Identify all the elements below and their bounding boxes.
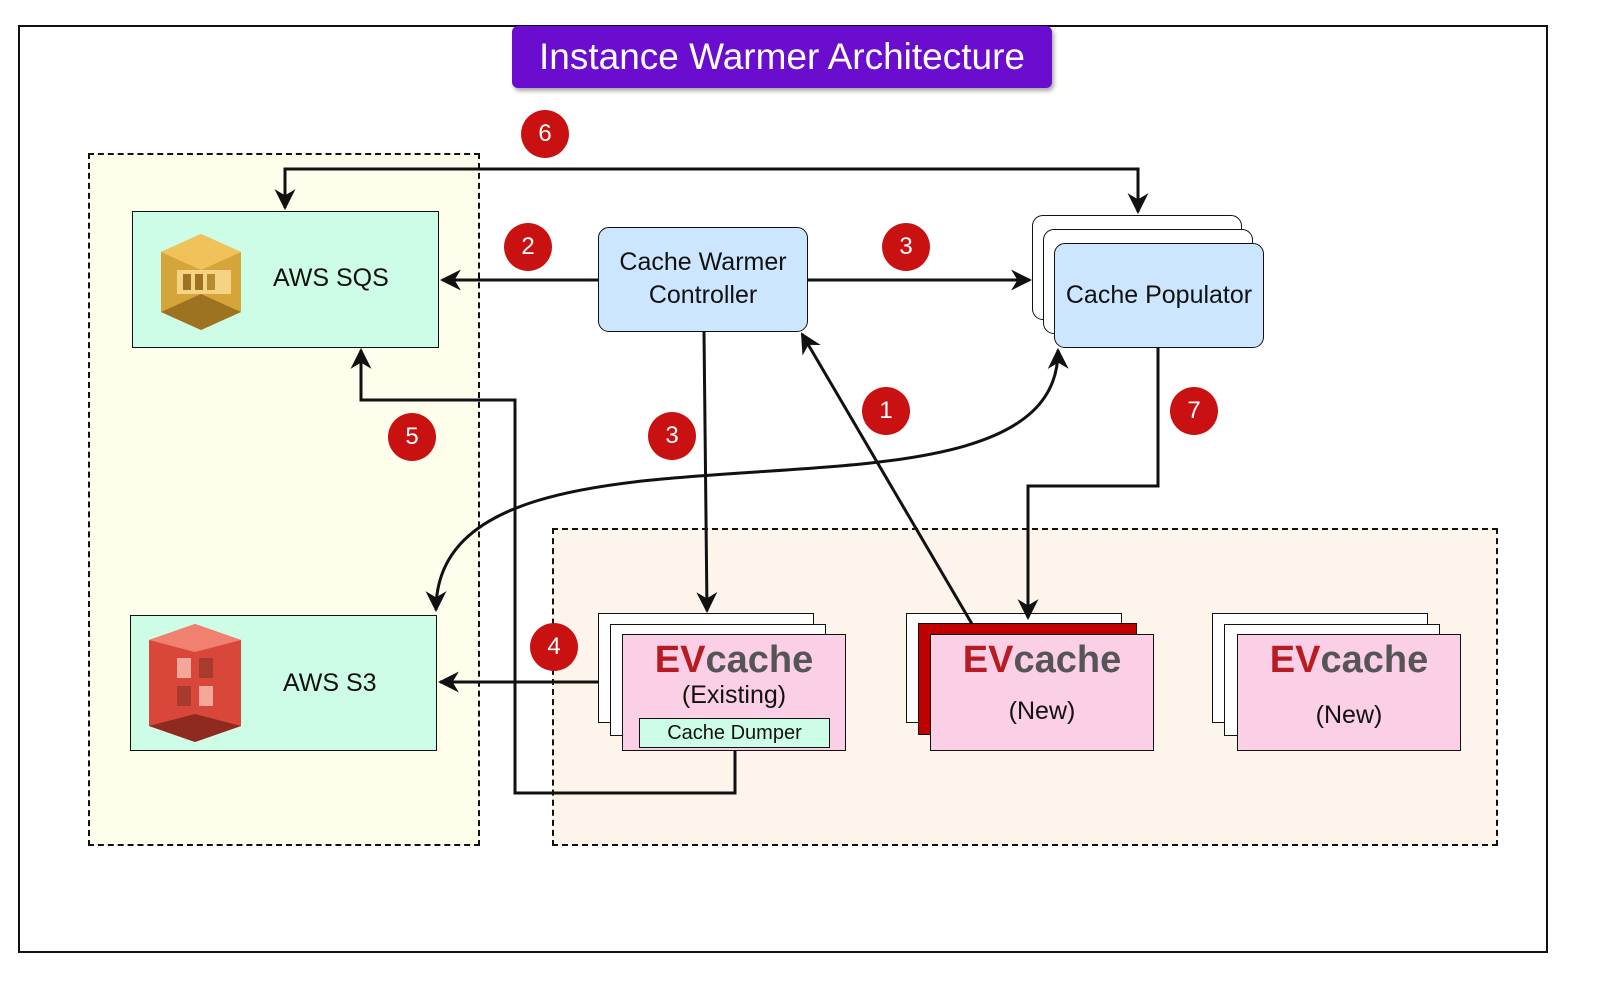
- evcache-new1-node: EVcache (New): [930, 634, 1154, 751]
- evcache-new2-sub: (New): [1315, 701, 1383, 729]
- step-badge-1: 1: [862, 387, 910, 435]
- evcache-new2-node: EVcache (New): [1237, 634, 1461, 751]
- step-badge-7: 7: [1170, 387, 1218, 435]
- step-badge-3a: 3: [882, 223, 930, 271]
- arrow-step-3-evcache: [696, 331, 718, 614]
- evcache-existing-node: EVcache (Existing) Cache Dumper: [622, 634, 846, 751]
- arrow-step-7: [1017, 348, 1160, 621]
- aws-s3-label: AWS S3: [283, 669, 377, 697]
- diagram-title: Instance Warmer Architecture: [512, 26, 1052, 88]
- aws-sqs-label: AWS SQS: [273, 264, 389, 292]
- step-badge-3b: 3: [648, 412, 696, 460]
- arrow-step-6: [274, 167, 1149, 215]
- cache-populator-label: Cache Populator: [1065, 281, 1253, 309]
- step-badge-4: 4: [530, 623, 578, 671]
- arrow-s3-populator: [425, 347, 1069, 613]
- aws-sqs-icon: [161, 234, 241, 330]
- cache-populator-node: Cache Populator: [1054, 243, 1264, 348]
- evcache-logo: EVcache: [654, 639, 814, 681]
- aws-s3-icon: [149, 624, 241, 742]
- evcache-new1-sub: (New): [1008, 697, 1076, 725]
- aws-sqs-node: AWS SQS: [132, 211, 439, 348]
- evcache-logo: EVcache: [962, 639, 1122, 681]
- cache-dumper: Cache Dumper: [639, 718, 830, 748]
- aws-s3-node: AWS S3: [130, 615, 437, 751]
- step-badge-5: 5: [388, 413, 436, 461]
- cache-warmer-controller-node: Cache Warmer Controller: [598, 227, 808, 332]
- evcache-existing-sub: (Existing): [681, 681, 787, 709]
- step-badge-6: 6: [521, 110, 569, 158]
- step-badge-2: 2: [504, 223, 552, 271]
- controller-label-line1: Cache Warmer: [619, 248, 787, 276]
- controller-label-line2: Controller: [648, 281, 758, 309]
- arrow-step-1: [800, 332, 974, 625]
- arrow-step-5: [350, 347, 737, 795]
- evcache-logo: EVcache: [1269, 639, 1429, 681]
